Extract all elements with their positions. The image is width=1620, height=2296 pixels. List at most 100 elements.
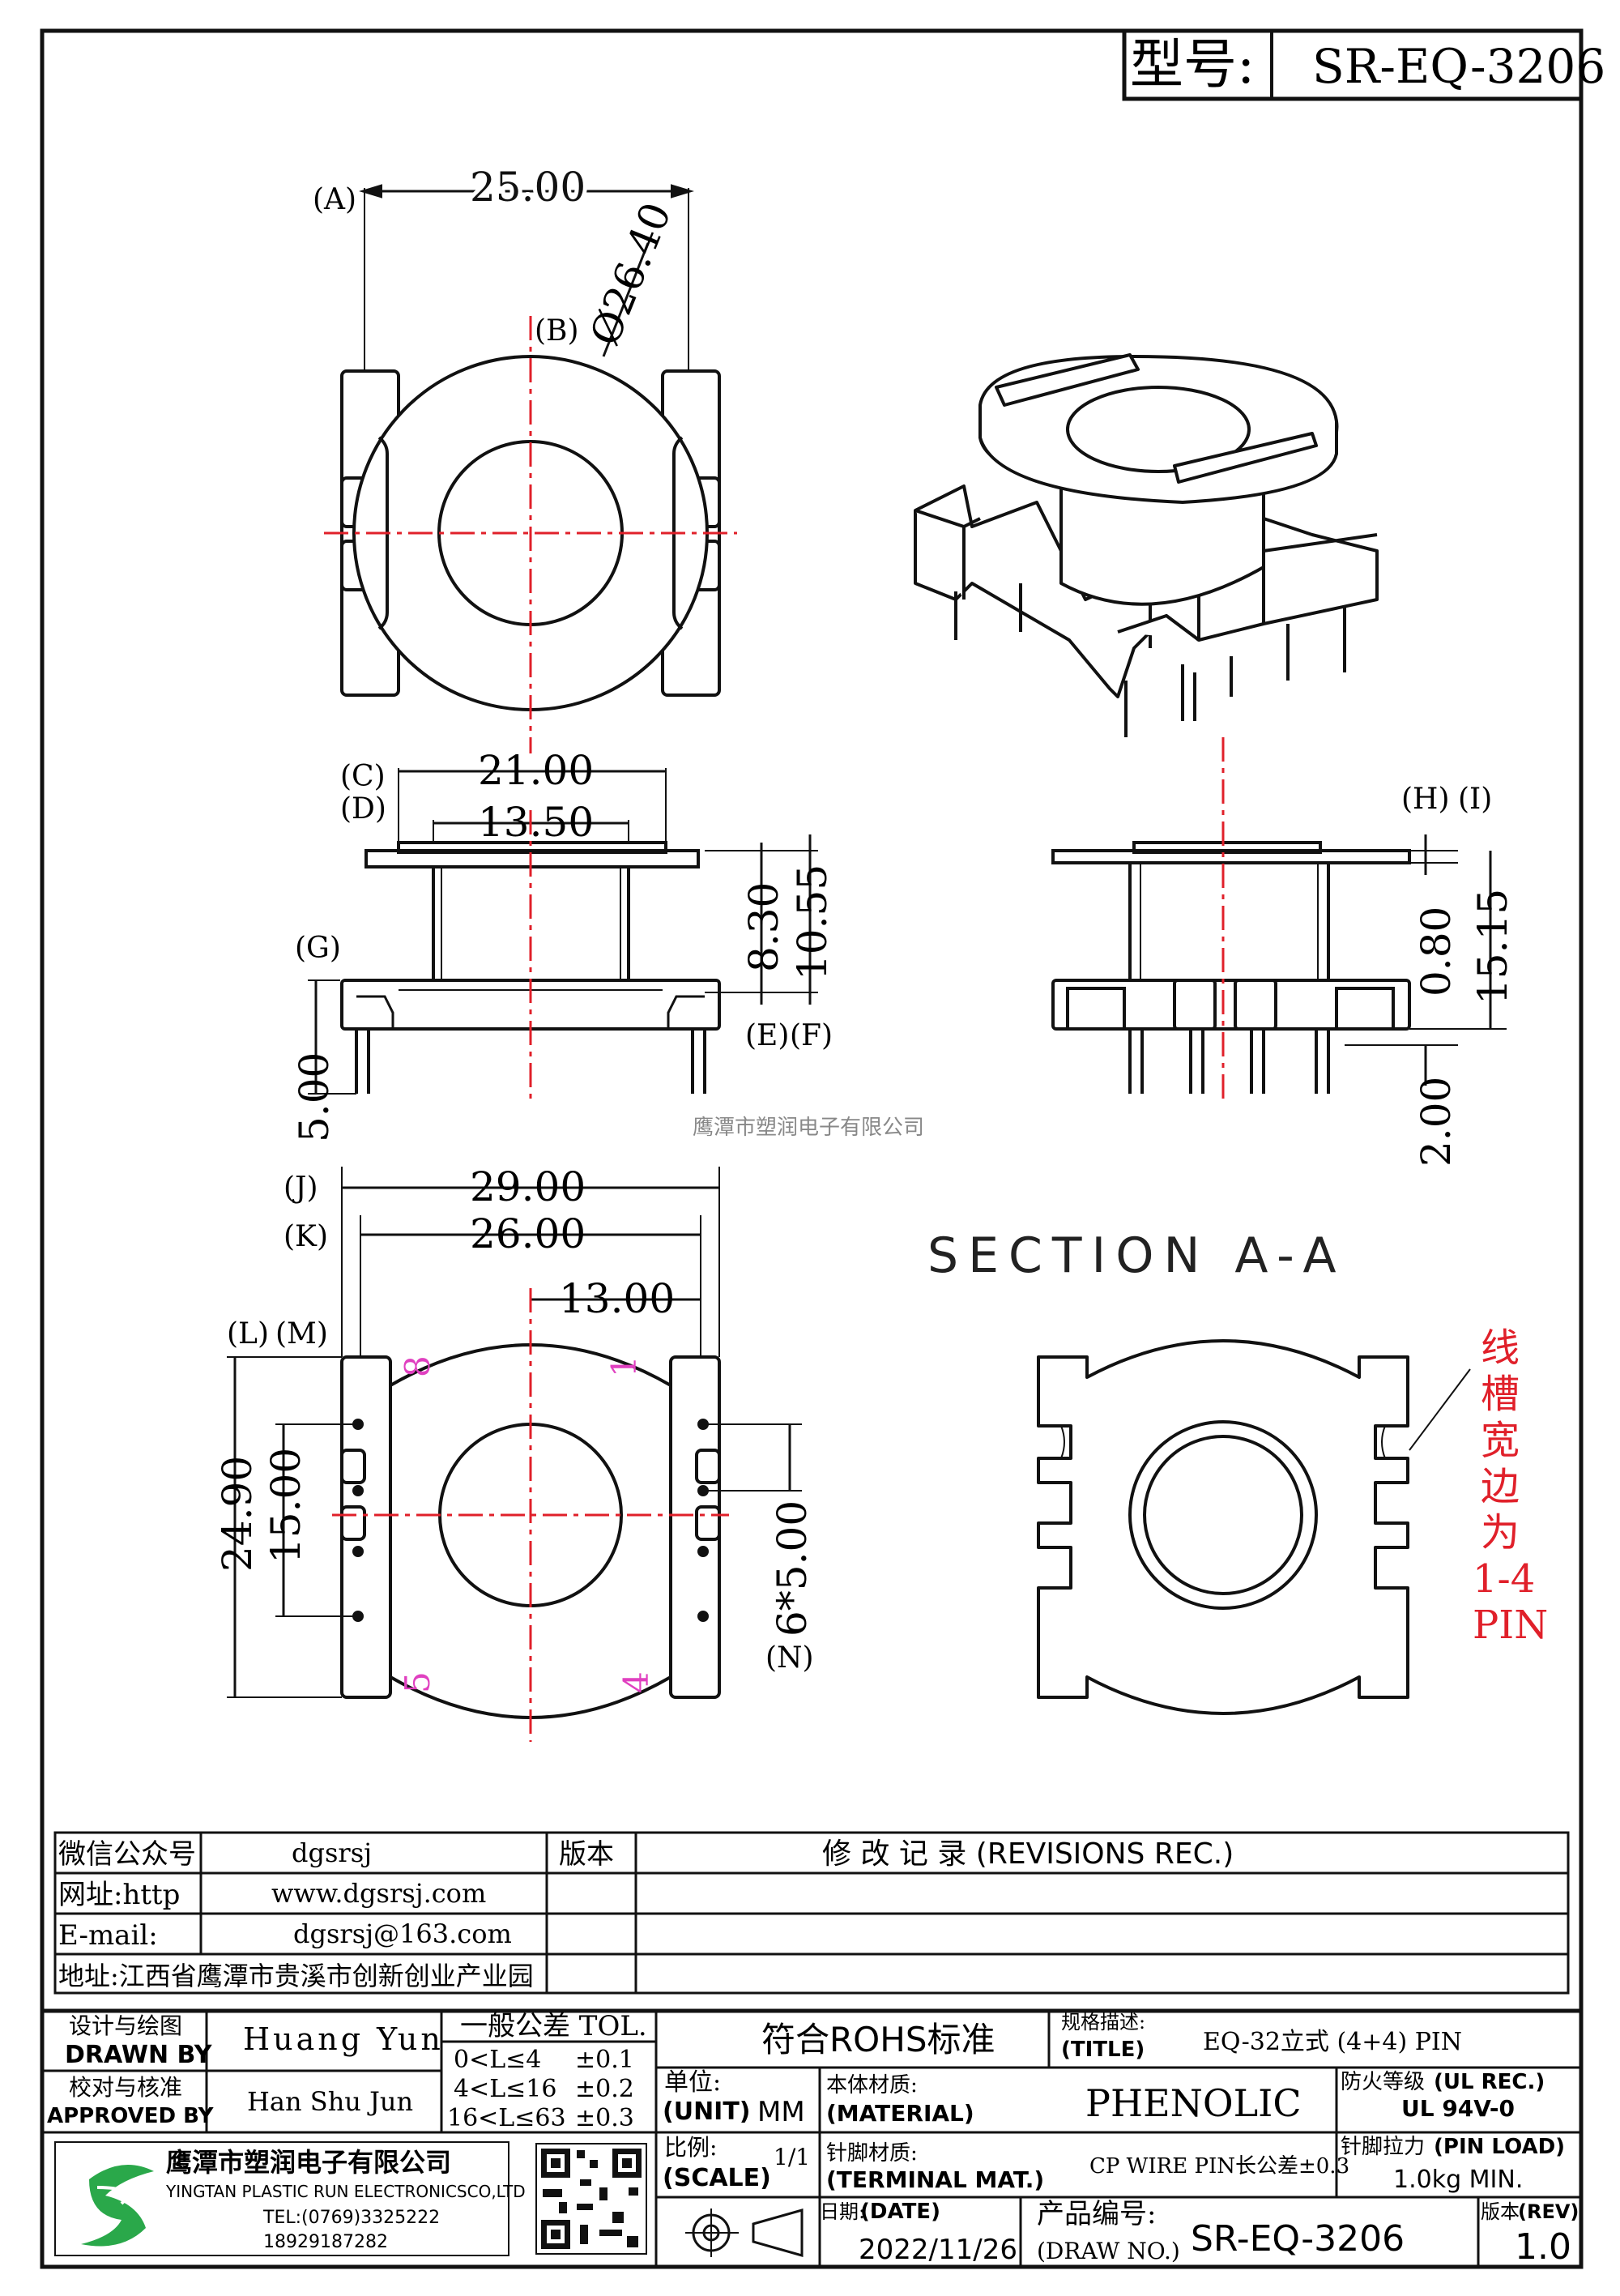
company-cn: 鹰潭市塑润电子有限公司 — [166, 2147, 451, 2178]
label-D: (D) — [340, 792, 386, 826]
rev-cn: 版本 — [1481, 2200, 1520, 2223]
side-view — [1051, 834, 1507, 1094]
drawno-cn: 产品编号: — [1037, 2198, 1156, 2230]
dim-side-d1: 0.80 — [1413, 907, 1460, 996]
svg-text:为: 为 — [1481, 1510, 1520, 1556]
dim-side-d3: 2.00 — [1413, 1077, 1460, 1167]
tol-range-2: 4<L≤16 — [454, 2075, 556, 2103]
rev-value: 1.0 — [1515, 2226, 1571, 2268]
fire-en: (UL REC.) — [1434, 2070, 1545, 2094]
dim-front-w2: 13.50 — [478, 799, 594, 846]
model-box: 型号: SR-EQ-3206 — [1122, 28, 1605, 101]
section-view — [1037, 1339, 1471, 1715]
label-J: (J) — [284, 1171, 318, 1205]
dim-top-width: 25.00 — [470, 164, 586, 211]
dim-bottom-pitch: 6*5.00 — [769, 1500, 816, 1637]
tol-val-3: ±0.3 — [575, 2104, 634, 2132]
unit-en: (UNIT) — [663, 2098, 751, 2126]
pin-label-5: 5 — [398, 1671, 437, 1693]
dim-front-h1: 8.30 — [740, 882, 787, 972]
dim-bottom-h1: 24.90 — [214, 1456, 261, 1572]
scale-en: (SCALE) — [663, 2164, 771, 2192]
email-value: dgsrsj@163.com — [293, 1918, 512, 1949]
svg-text:宽: 宽 — [1481, 1418, 1520, 1463]
tol-val-2: ±0.2 — [575, 2075, 634, 2103]
pin-label-8: 8 — [398, 1355, 437, 1377]
dim-bottom-w2: 26.00 — [470, 1210, 586, 1257]
company-en: YINGTAN PLASTIC RUN ELECTRONICSCO,LTD — [165, 2182, 526, 2201]
revisions-title: 修 改 记 录 (REVISIONS REC.) — [822, 1837, 1234, 1871]
material-value: PHENOLIC — [1085, 2081, 1302, 2125]
date-cn: 日期: — [820, 2200, 865, 2223]
pin-label-4: 4 — [616, 1671, 656, 1693]
title-value: EQ-32立式 (4+4) PIN — [1203, 2028, 1462, 2056]
model-value: SR-EQ-3206 — [1312, 39, 1605, 94]
svg-text:PIN: PIN — [1473, 1603, 1548, 1648]
svg-text:线: 线 — [1481, 1325, 1520, 1371]
fire-cn: 防火等级 — [1341, 2070, 1425, 2094]
tol-range-1: 0<L≤4 — [454, 2046, 541, 2074]
material-cn: 本体材质: — [826, 2073, 918, 2098]
iso-view — [914, 353, 1379, 737]
wechat-label: 微信公众号 — [58, 1838, 196, 1871]
version-label: 版本 — [559, 1838, 614, 1871]
approved-en: APPROVED BY — [47, 2104, 215, 2128]
dim-front-pin: 5.00 — [291, 1052, 338, 1142]
address: 地址:江西省鹰潭市贵溪市创新创业产业园 — [58, 1961, 534, 1991]
rev-en: (REV) — [1518, 2200, 1579, 2223]
title-block — [40, 2008, 1584, 2269]
unit-value: MM — [757, 2096, 805, 2128]
fire-value: UL 94V-0 — [1401, 2095, 1515, 2122]
drawn-cn: 设计与绘图 — [69, 2012, 182, 2039]
drawno-value: SR-EQ-3206 — [1191, 2218, 1405, 2260]
tol-range-3: 16<L≤63 — [447, 2104, 566, 2132]
terminal-cn: 针脚材质: — [826, 2141, 918, 2166]
info-table — [53, 1831, 1570, 1995]
pinload-cn: 针脚拉力 — [1341, 2135, 1425, 2159]
dim-top-diameter: Ø26.40 — [581, 196, 680, 352]
bottom-view-centerlines — [332, 1288, 729, 1742]
svg-text:槽: 槽 — [1481, 1372, 1520, 1417]
dim-bottom-w3: 13.00 — [559, 1275, 675, 1322]
label-A: (A) — [313, 183, 356, 216]
dim-bottom-w1: 29.00 — [470, 1163, 586, 1210]
model-label: 型号: — [1130, 33, 1255, 96]
tol-title: 一般公差 TOL. — [460, 2010, 647, 2042]
label-I: (I) — [1458, 783, 1492, 816]
section-note: 线 槽 宽 边 为 1-4 PIN — [1473, 1325, 1548, 1648]
dim-front-h2: 10.55 — [789, 864, 836, 980]
terminal-value: CP WIRE PIN长公差±0.3 — [1089, 2154, 1349, 2179]
drawn-value: Huang Yun — [243, 2021, 444, 2057]
qr-code-icon — [535, 2143, 647, 2255]
label-N: (N) — [765, 1641, 814, 1675]
label-L: (L) — [227, 1317, 269, 1351]
svg-text:1-4: 1-4 — [1473, 1556, 1535, 1602]
dim-front-w1: 21.00 — [478, 747, 594, 794]
pin-label-1: 1 — [604, 1355, 644, 1377]
section-title: SECTION A-A — [927, 1227, 1346, 1284]
company-mobile: 18929187282 — [263, 2232, 388, 2252]
drawn-en: DRAWN BY — [65, 2041, 213, 2069]
scale-cn: 比例: — [664, 2134, 717, 2161]
unit-cn: 单位: — [664, 2068, 721, 2097]
watermark: 鹰潭市塑润电子有限公司 — [693, 1116, 924, 1140]
rohs: 符合ROHS标准 — [761, 2020, 995, 2059]
web-label: 网址:http — [58, 1879, 180, 1911]
company-tel: TEL:(0769)3325222 — [262, 2208, 440, 2228]
label-C: (C) — [340, 760, 386, 793]
email-label: E-mail: — [58, 1919, 158, 1952]
label-E: (E) — [745, 1019, 789, 1052]
wechat-value: dgsrsj — [292, 1837, 372, 1868]
date-en: (DATE) — [860, 2200, 940, 2224]
label-G: (G) — [295, 932, 341, 965]
company-logo — [54, 2141, 509, 2256]
approved-value: Han Shu Jun — [247, 2086, 413, 2117]
top-view-centerlines — [324, 316, 737, 753]
label-H: (H) — [1401, 783, 1450, 816]
svg-text:边: 边 — [1481, 1464, 1520, 1509]
dim-bottom-h2: 15.00 — [262, 1448, 309, 1564]
date-value: 2022/11/26 — [859, 2234, 1017, 2266]
sheet-border — [40, 28, 1584, 2269]
